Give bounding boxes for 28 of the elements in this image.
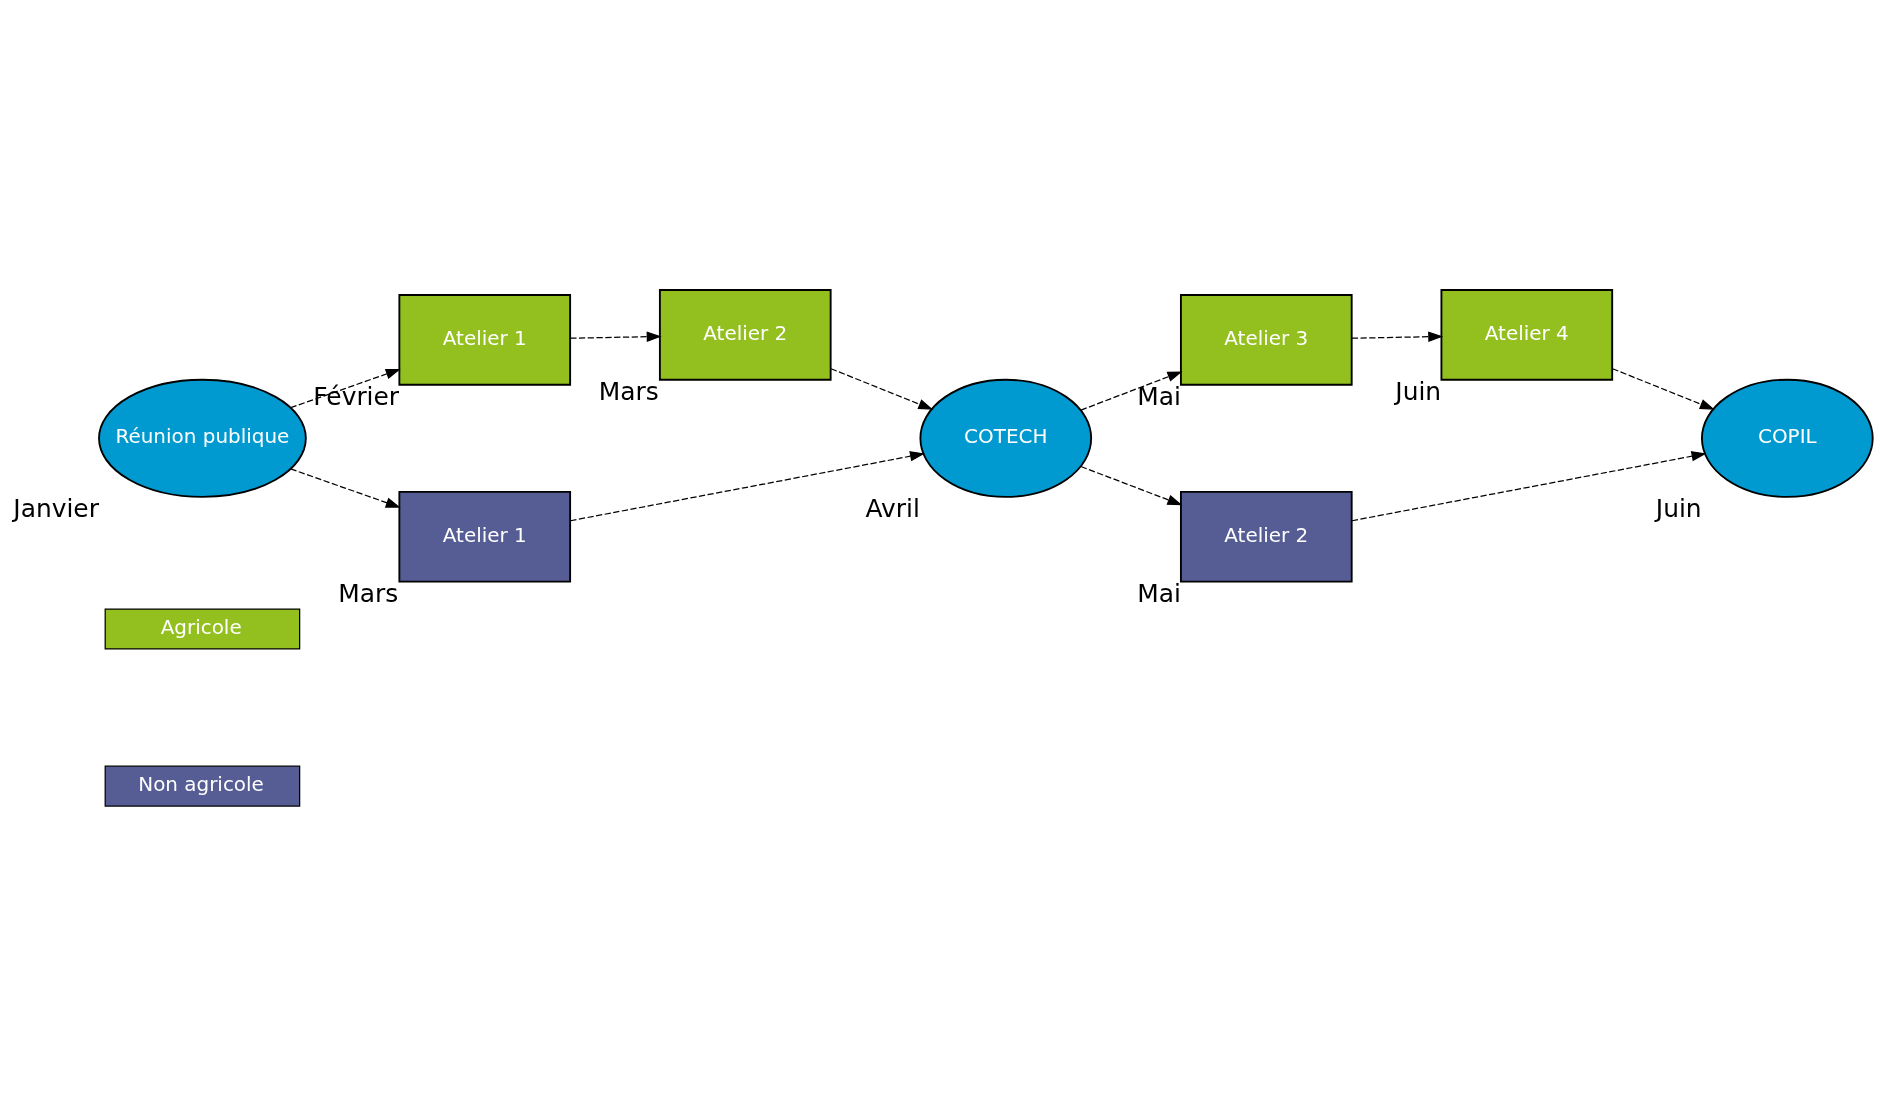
arrow [1611, 367, 1715, 410]
arrow [830, 367, 934, 410]
arrow [1080, 370, 1183, 411]
node-box: Atelier 1 [398, 490, 572, 583]
node-label: Mai [1137, 578, 1181, 608]
node-box: Atelier 3 [1179, 293, 1353, 386]
node-box: Atelier 4 [1440, 288, 1614, 381]
arrow [1351, 450, 1707, 521]
node-label: Février [313, 381, 400, 411]
node-label: Janvier [13, 493, 99, 523]
node-box: Atelier 1 [398, 293, 572, 386]
arrow [569, 450, 925, 521]
node-label: Juin [1655, 493, 1702, 523]
arrow [290, 368, 401, 408]
node-label: Mai [1137, 381, 1181, 411]
node-label: Mars [338, 578, 399, 608]
node-label: Avril [865, 493, 920, 523]
legend-label: Agricole [160, 614, 242, 639]
node-label: Juin [1395, 376, 1442, 406]
arrow [290, 467, 401, 508]
legend-label: Non agricole [138, 771, 264, 796]
arrow [569, 331, 662, 342]
node-box: Atelier 2 [658, 288, 832, 381]
arrow [1080, 465, 1183, 505]
node-label: Mars [598, 376, 659, 406]
arrow [1351, 331, 1444, 342]
node-box: Atelier 2 [1179, 490, 1353, 583]
node-ellipse: Réunion publique [98, 378, 307, 498]
